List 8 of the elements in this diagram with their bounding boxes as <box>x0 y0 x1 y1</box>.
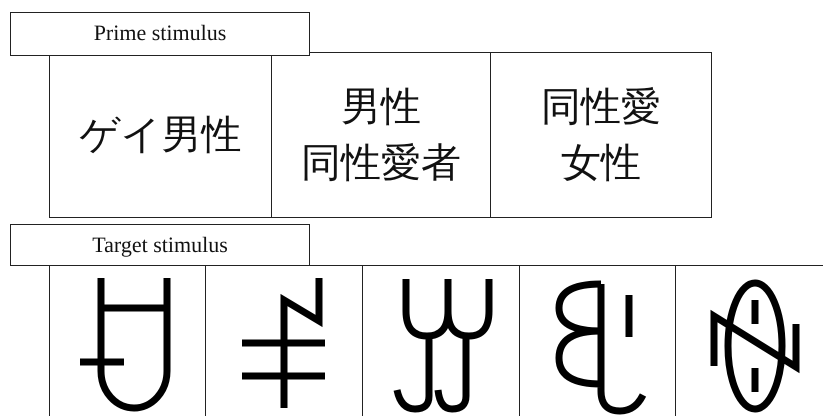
heading-box: Prime stimulus <box>10 12 310 56</box>
stimulus-cell <box>519 265 676 416</box>
heading-box: Target stimulus <box>10 224 310 266</box>
stimulus-word: ゲイ男性 <box>78 111 242 160</box>
stimulus-word: 同性愛女性 <box>540 83 662 188</box>
stimulus-word: 男性同性愛者 <box>300 83 462 188</box>
stimulus-cell <box>490 52 712 218</box>
stimulus-cell <box>271 52 491 218</box>
